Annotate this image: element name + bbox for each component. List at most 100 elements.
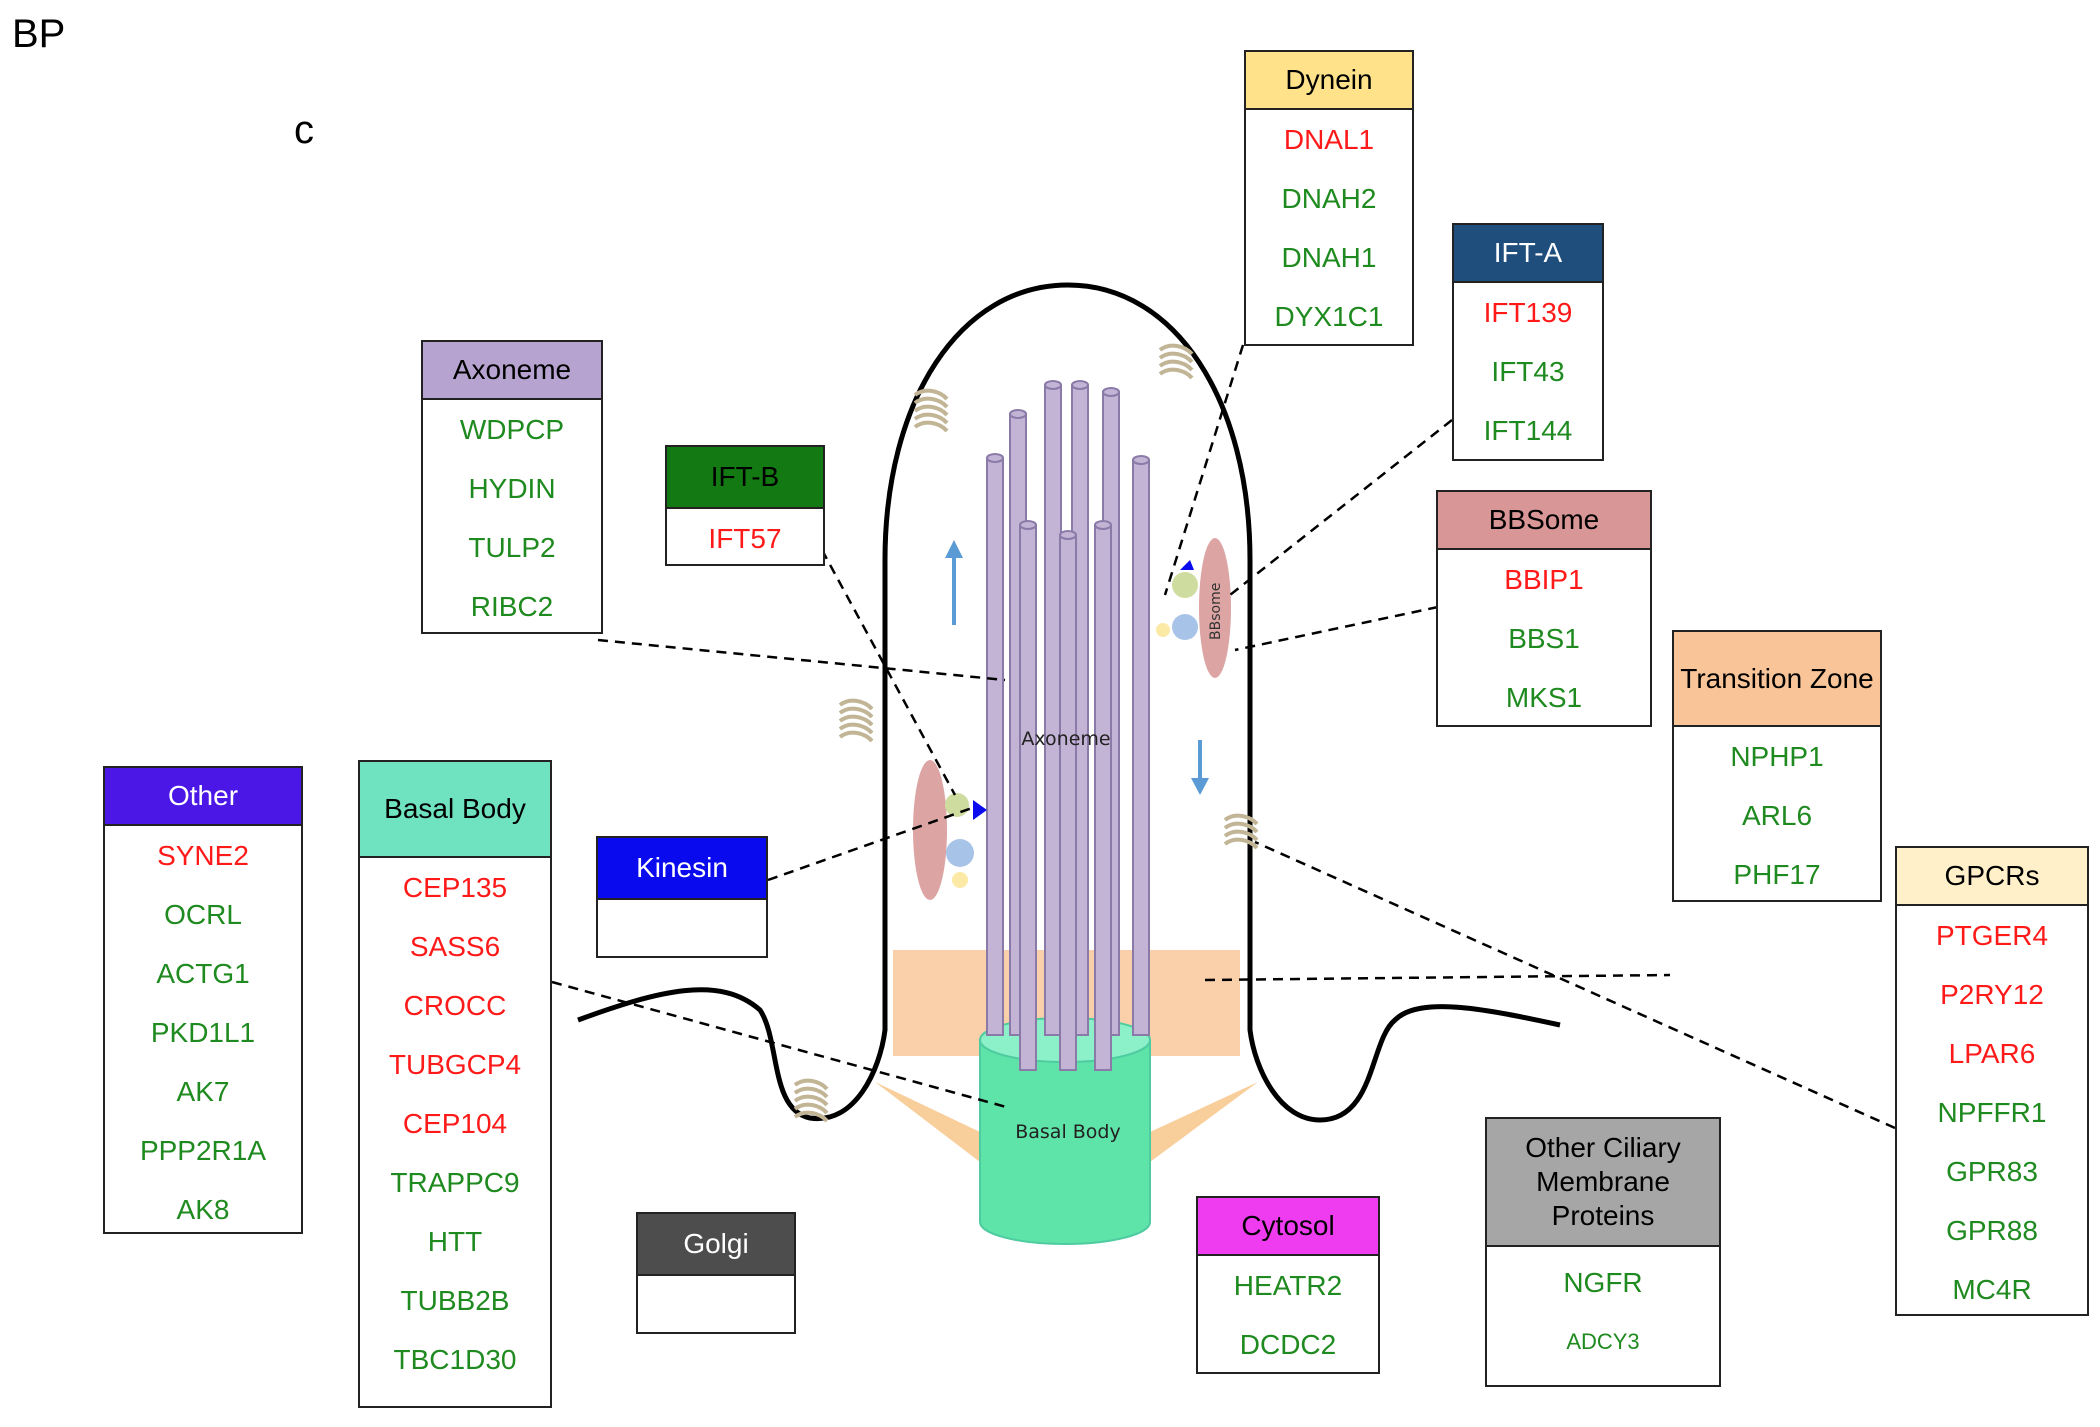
gene-ngfr: NGFR xyxy=(1563,1267,1643,1298)
ift-train-left xyxy=(913,760,987,900)
gene-ocrl: OCRL xyxy=(164,899,242,930)
gene-mks1: MKS1 xyxy=(1505,682,1583,713)
gene-trappc9: TRAPPC9 xyxy=(390,1167,520,1198)
gene-ift139: IFT139 xyxy=(1483,297,1573,328)
gene-gpr88: GPR88 xyxy=(1946,1215,2038,1246)
connector-ift-b xyxy=(820,549,957,796)
connector-basal-body xyxy=(551,980,1011,1110)
gene-htt: HTT xyxy=(427,1226,483,1257)
connector-kinesin xyxy=(767,806,973,882)
box-kinesin-header: Kinesin xyxy=(598,838,766,900)
connector-axoneme xyxy=(597,638,1006,682)
connector-bbsome xyxy=(1234,605,1439,652)
connector-transition-zone xyxy=(1204,973,1671,982)
box-kinesin: Kinesin xyxy=(596,836,768,958)
box-bbsome-header: BBSome xyxy=(1438,492,1650,550)
gene-ptger4: PTGER4 xyxy=(1935,920,2049,951)
gene-heatr2: HEATR2 xyxy=(1233,1270,1343,1301)
gene-nphp1: NPHP1 xyxy=(1730,741,1824,772)
anterograde-arrow xyxy=(945,540,963,625)
box-basal-body-header: Basal Body xyxy=(360,762,550,858)
gpcr-coils xyxy=(793,343,1259,1123)
gene-hydin: HYDIN xyxy=(468,473,556,504)
connector-dynein xyxy=(1163,344,1245,596)
gene-pkd1l1: PKD1L1 xyxy=(150,1017,256,1048)
gene-npffr1: NPFFR1 xyxy=(1937,1097,2047,1128)
gene-sass6: SASS6 xyxy=(409,931,501,962)
box-ift-b-genes: IFT57 xyxy=(667,509,823,568)
box-gpcrs-header: GPCRs xyxy=(1897,848,2087,906)
basal-body-cylinder xyxy=(979,1039,1151,1245)
gene-arl6: ARL6 xyxy=(1741,800,1813,831)
gene-tulp2: TULP2 xyxy=(468,532,556,563)
gene-actg1: ACTG1 xyxy=(156,958,250,989)
box-golgi: Golgi xyxy=(636,1212,796,1334)
gene-dnah2: DNAH2 xyxy=(1281,183,1377,214)
box-transition-zone-header: Transition Zone xyxy=(1674,632,1880,727)
gene-ribc2: RIBC2 xyxy=(470,591,554,622)
gene-lpar6: LPAR6 xyxy=(1948,1038,2036,1069)
gene-cep135: CEP135 xyxy=(402,872,508,903)
box-ift-b: IFT-B IFT57 xyxy=(665,445,825,566)
axoneme-tubules xyxy=(986,380,1150,1071)
ift-train-right: BBsome xyxy=(1156,538,1231,678)
gene-cep104: CEP104 xyxy=(402,1108,508,1139)
ciliary-membrane xyxy=(577,282,1561,1123)
basal-body-left-flare xyxy=(875,1082,980,1162)
gene-ift43: IFT43 xyxy=(1491,356,1565,387)
gene-dnah1: DNAH1 xyxy=(1281,242,1377,273)
axoneme-inner-label: Axoneme xyxy=(1021,728,1110,750)
box-ift-a-header: IFT-A xyxy=(1454,225,1602,283)
gene-bbs1: BBS1 xyxy=(1508,623,1580,654)
gene-dyx1c1: DYX1C1 xyxy=(1274,301,1384,332)
box-other-ciliary-membrane-genes: NGFR ADCY3 xyxy=(1487,1247,1719,1371)
gene-ak7: AK7 xyxy=(176,1076,230,1107)
gene-adcy3: ADCY3 xyxy=(1566,1329,1640,1354)
gene-mc4r: MC4R xyxy=(1952,1274,2032,1305)
gene-gpr83: GPR83 xyxy=(1946,1156,2038,1187)
box-axoneme-header: Axoneme xyxy=(423,342,601,400)
gene-ak8: AK8 xyxy=(176,1194,230,1225)
gene-dnal1: DNAL1 xyxy=(1283,124,1375,155)
corner-label: BP xyxy=(12,12,66,56)
box-other-ciliary-membrane-header: Other Ciliary Membrane Proteins xyxy=(1487,1119,1719,1247)
bbsome-inner-label: BBsome xyxy=(1208,583,1224,640)
gene-crocc: CROCC xyxy=(403,990,507,1021)
connector-gpcrs xyxy=(1254,840,1896,1130)
box-dynein-header: Dynein xyxy=(1246,52,1412,110)
gene-ift144: IFT144 xyxy=(1483,415,1573,446)
gene-tbc1d30: TBC1D30 xyxy=(393,1344,517,1375)
gene-p2ry12: P2RY12 xyxy=(1940,979,2044,1010)
basal-body-right-flare xyxy=(1150,1082,1258,1162)
basal-body-inner-label: Basal Body xyxy=(1015,1121,1121,1143)
gene-bbip1: BBIP1 xyxy=(1504,564,1584,595)
panel-label: c xyxy=(294,108,314,152)
gene-ppp2r1a: PPP2R1A xyxy=(139,1135,267,1166)
box-other-header: Other xyxy=(105,768,301,826)
gene-tubb2b: TUBB2B xyxy=(400,1285,510,1316)
connector-ift-a xyxy=(1229,419,1453,596)
gene-wdpcp: WDPCP xyxy=(459,414,565,445)
box-cytosol-header: Cytosol xyxy=(1198,1198,1378,1256)
box-ift-b-header: IFT-B xyxy=(667,447,823,509)
gene-syne2: SYNE2 xyxy=(157,840,249,871)
gene-phf17: PHF17 xyxy=(1733,859,1821,890)
gene-tubgcp4: TUBGCP4 xyxy=(388,1049,522,1080)
